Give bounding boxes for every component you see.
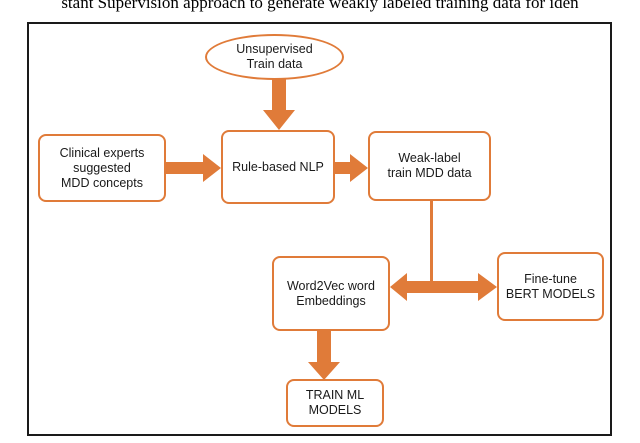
connector-weak-label-down	[430, 201, 433, 291]
arrow-word2vec-to-train-ml	[308, 331, 340, 380]
node-weak-label-line1: Weak-label	[398, 151, 461, 165]
node-word2vec-line1: Word2Vec word	[286, 278, 375, 293]
node-word2vec-line2: Embeddings	[296, 293, 366, 308]
node-fine-tune-bert: Fine-tune BERT MODELS	[497, 252, 604, 321]
node-rule-nlp-line1: Rule-based NLP	[232, 159, 324, 174]
node-clinical-line3: MDD concepts	[61, 175, 143, 190]
node-train-ml-models: TRAIN ML MODELS	[286, 379, 384, 427]
node-unsupervised-line1: Unsupervised	[236, 42, 313, 56]
node-weak-label-line2: train MDD data	[387, 166, 472, 180]
arrow-unsupervised-to-rule-nlp	[263, 76, 295, 130]
node-weak-label-train-data: Weak-label train MDD data	[368, 131, 491, 201]
node-rule-based-nlp: Rule-based NLP	[221, 130, 335, 204]
arrow-clinical-to-rule-nlp	[166, 154, 221, 182]
node-train-ml-line2: MODELS	[308, 403, 362, 417]
node-unsupervised-line2: Train data	[246, 57, 303, 71]
node-bert-line1: Fine-tune	[524, 271, 577, 286]
node-train-ml-line1: TRAIN ML	[305, 388, 365, 402]
node-clinical-line1: Clinical experts	[59, 145, 145, 160]
figure-caption: stant Supervision approach to generate w…	[61, 0, 579, 12]
node-clinical-line2: suggested	[73, 160, 131, 175]
arrow-to-word2vec	[390, 273, 431, 301]
arrow-to-bert	[431, 273, 497, 301]
node-bert-line2: BERT MODELS	[505, 286, 596, 301]
node-clinical-experts: Clinical experts suggested MDD concepts	[38, 134, 166, 202]
diagram-frame	[27, 22, 612, 436]
node-unsupervised-train-data: Unsupervised Train data	[205, 34, 344, 80]
arrow-rule-nlp-to-weak-label	[335, 154, 368, 182]
node-word2vec-embeddings: Word2Vec word Embeddings	[272, 256, 390, 331]
